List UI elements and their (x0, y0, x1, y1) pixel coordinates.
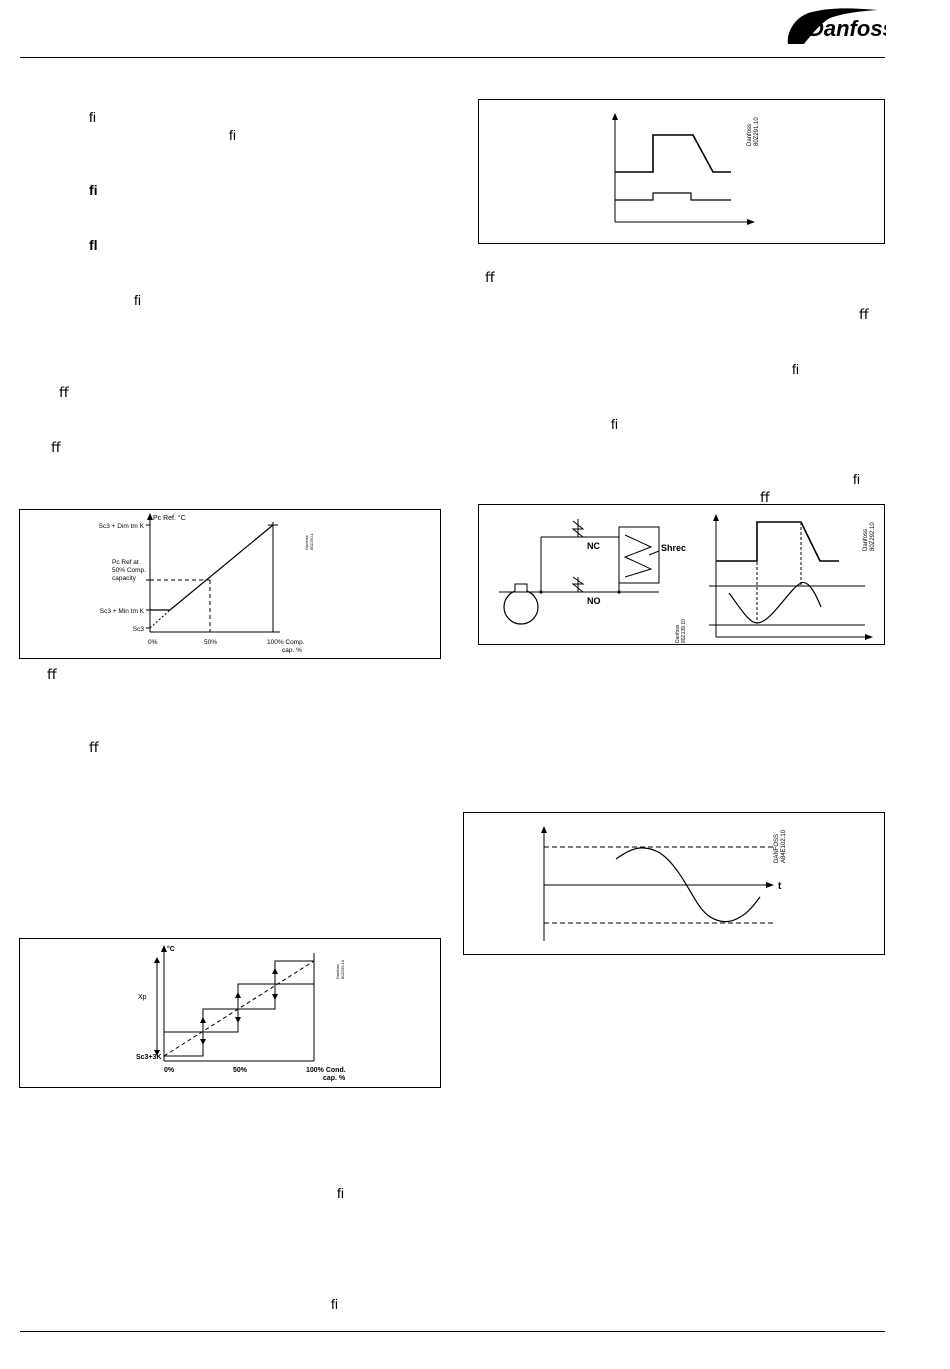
figure-code: Danfoss (747, 124, 753, 146)
x-label: 0% (164, 1067, 175, 1074)
figure-heat-recovery-diagram: NC NO Shrec Danfoss 80Z139.10 Danfoss 80… (478, 504, 885, 645)
ligature-glyph: ﬀ (59, 384, 69, 400)
header-rule (20, 57, 885, 58)
y-label: Sc3 + Dim tm K (99, 523, 145, 530)
figure-code: Danfoss (335, 964, 340, 979)
y-axis-label: °C (167, 945, 175, 953)
danfoss-logo: Danfoss (782, 4, 895, 48)
y-label: Pc Ref at (112, 559, 139, 566)
figure-code: 80Z250.1 (309, 532, 314, 550)
y-label: Sc3 (133, 626, 145, 633)
x-label: cap. % (282, 647, 302, 654)
x-label: 100% Comp. (267, 639, 305, 646)
figure-code: Danfoss (304, 535, 309, 550)
x-label: 0% (148, 639, 158, 646)
t-axis-label: t (778, 881, 782, 892)
valve-no-label: NO (587, 596, 601, 606)
ligature-glyph: ﬂ (89, 237, 98, 253)
ligature-glyph: ﬁ (611, 416, 618, 432)
ligature-glyph: ﬀ (89, 739, 99, 755)
figure-code: A84E102.10 (781, 829, 787, 863)
x-label: 50% (233, 1067, 248, 1074)
y-axis-label: Pc Ref. °C (153, 514, 186, 522)
x-label: 100% Cond. (306, 1067, 346, 1074)
ligature-glyph: ﬀ (485, 269, 495, 285)
figure-code: 80Z139.10 (681, 619, 687, 643)
valve-nc-label: NC (587, 541, 600, 551)
ligature-glyph: ﬁ (792, 361, 799, 377)
x-label: 50% (204, 639, 217, 646)
figure-code: 80Z292.10 (870, 522, 876, 551)
ligature-glyph: ﬁ (89, 182, 98, 198)
y-label: Sc3 + Min tm K (100, 608, 145, 615)
ligature-glyph: ﬁ (853, 471, 860, 487)
y-label: Sc3+3K (136, 1054, 162, 1061)
ligature-glyph: ﬀ (51, 439, 61, 455)
figure-pc-ref-diagram: Pc Ref. °C Sc3 + Dim tm K Pc Ref at 50% … (19, 509, 441, 659)
ligature-glyph: ﬁ (331, 1296, 338, 1312)
coil-label: Shrec (661, 543, 686, 553)
svg-text:Danfoss: Danfoss (808, 16, 886, 41)
ligature-glyph: ﬀ (760, 489, 770, 505)
ligature-glyph: ﬁ (229, 127, 236, 143)
footer-rule (20, 1331, 885, 1332)
y-label: capacity (112, 575, 137, 582)
ligature-glyph: ﬀ (47, 666, 57, 682)
y-label: Xp (138, 994, 147, 1001)
figure-code: DANFOSS (774, 834, 780, 863)
ligature-glyph: ﬁ (89, 109, 96, 125)
figure-step-diagram: °C Xp Sc3+3K 0% 50% 100% Cond. cap. % Da… (19, 938, 441, 1088)
ligature-glyph: ﬀ (859, 306, 869, 322)
figure-sine-diagram: t DANFOSS A84E102.10 (463, 812, 885, 955)
ligature-glyph: ﬁ (337, 1185, 344, 1201)
ligature-glyph: ﬁ (134, 292, 141, 308)
figure-pulse-diagram: Danfoss 80Z291.10 (478, 99, 885, 244)
figure-code: Danfoss (675, 624, 681, 643)
figure-code: 80Z256.10 (340, 959, 345, 979)
figure-code: 80Z291.10 (754, 117, 760, 146)
y-label: 50% Comp. (112, 567, 146, 574)
figure-code: Danfoss (863, 529, 869, 551)
x-label: cap. % (323, 1075, 346, 1082)
